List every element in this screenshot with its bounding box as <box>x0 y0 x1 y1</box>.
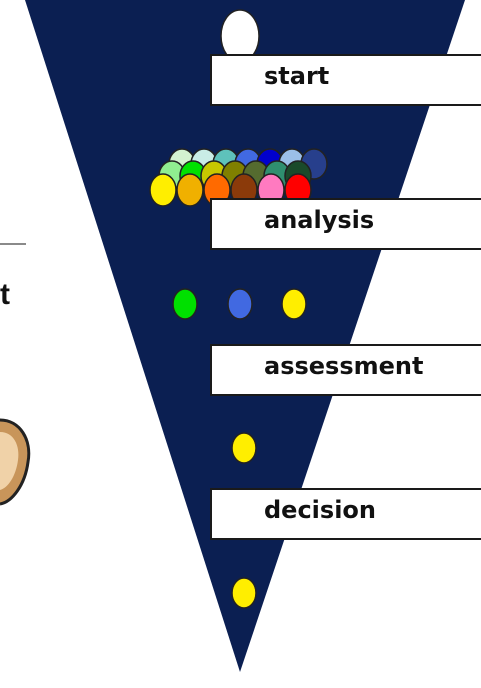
stage-label-text: assessment <box>264 352 424 380</box>
decision-ball <box>231 432 257 464</box>
stage-label-text: analysis <box>264 206 375 234</box>
stage-label-start: start <box>210 54 481 106</box>
side-divider-line <box>0 243 26 245</box>
side-partial-text: t <box>0 278 10 311</box>
output-ball <box>231 577 257 609</box>
assessment-ball <box>227 288 253 320</box>
partial-face-icon <box>0 418 31 506</box>
analysis-ball <box>149 173 177 207</box>
assessment-ball <box>281 288 307 320</box>
analysis-ball <box>176 173 204 207</box>
stage-label-decision: decision <box>210 488 481 540</box>
stage-label-text: decision <box>264 496 376 524</box>
assessment-ball <box>172 288 198 320</box>
funnel-shape <box>25 0 465 672</box>
stage-label-analysis: analysis <box>210 198 481 250</box>
stage-label-assessment: assessment <box>210 344 481 396</box>
stage-label-text: start <box>264 62 330 90</box>
